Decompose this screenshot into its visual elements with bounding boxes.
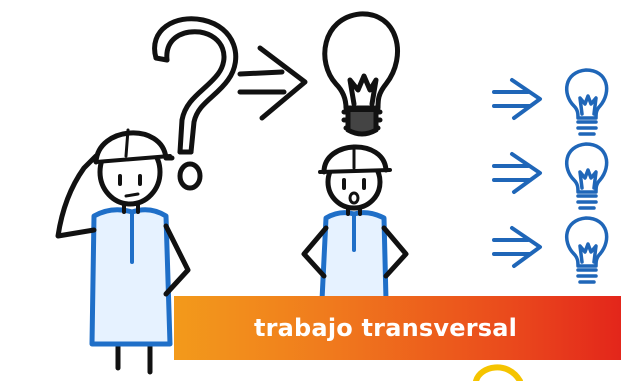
lightbulb-icon [564, 68, 609, 136]
small-bulbs [564, 68, 609, 284]
arrow-right-icon [492, 78, 542, 120]
surprised-figure [301, 144, 409, 303]
arrow-right-icon [237, 45, 308, 121]
title-banner: trabajo transversal [174, 296, 621, 360]
thinking-figure [55, 128, 191, 375]
small-arrows [492, 78, 542, 268]
question-mark-icon [152, 16, 239, 191]
lightbulb-icon [564, 142, 609, 210]
lightbulb-icon [322, 11, 400, 137]
arrow-right-icon [492, 226, 542, 268]
yellow-accent-shape [473, 364, 523, 381]
arrow-right-icon [492, 152, 542, 194]
banner-label: trabajo transversal [253, 314, 518, 342]
lightbulb-icon [564, 216, 609, 284]
